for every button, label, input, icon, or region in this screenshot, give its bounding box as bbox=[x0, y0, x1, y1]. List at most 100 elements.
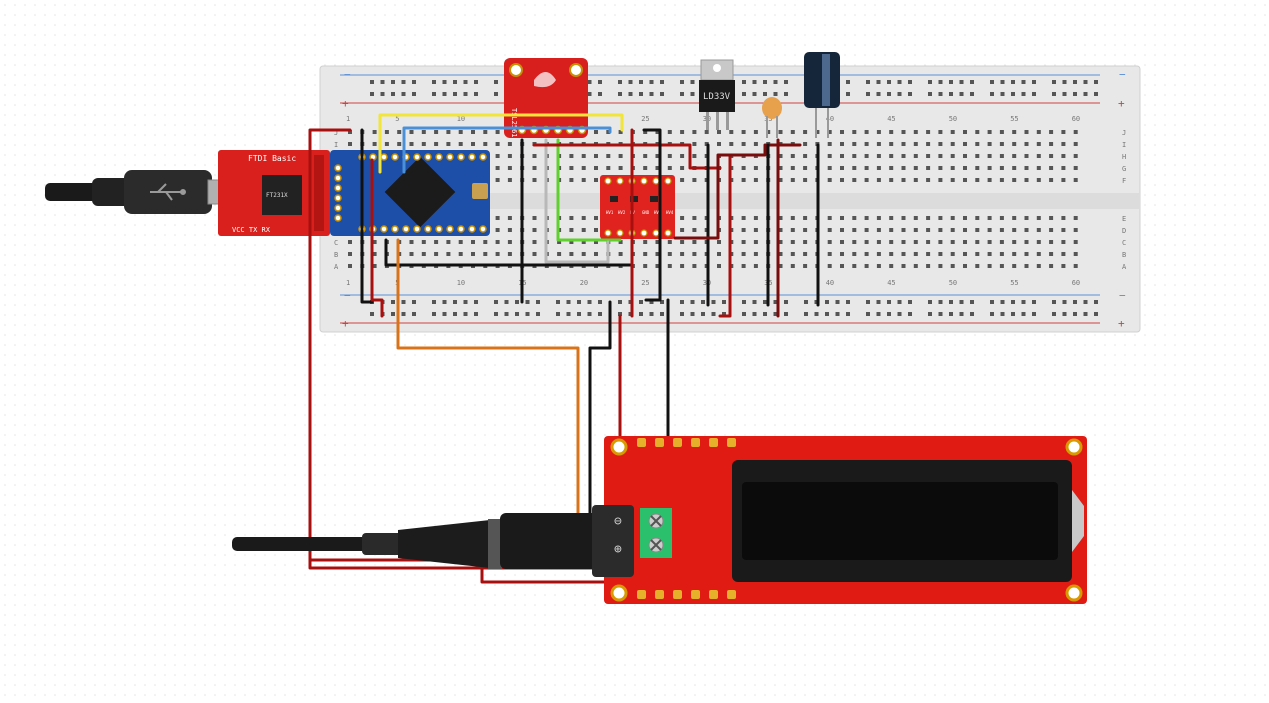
breadboard-hole bbox=[778, 216, 783, 220]
rail-hole bbox=[897, 312, 902, 316]
mosfet bbox=[650, 196, 658, 202]
ftdi-title: FTDI Basic bbox=[248, 154, 296, 163]
breadboard-hole bbox=[421, 130, 426, 134]
rail-minus-label-bottom-right: − bbox=[1119, 289, 1126, 302]
arduino-pin bbox=[391, 225, 399, 233]
rail-plus-label-bottom-right: + bbox=[1118, 317, 1125, 330]
breadboard-hole bbox=[667, 166, 672, 170]
breadboard-hole bbox=[680, 252, 685, 256]
breadboard-hole bbox=[938, 154, 943, 158]
rail-hole bbox=[814, 312, 819, 316]
reset-button[interactable] bbox=[472, 183, 488, 199]
breadboard-hole bbox=[901, 264, 906, 268]
rail-hole bbox=[887, 300, 891, 304]
breadboard-hole bbox=[421, 142, 426, 146]
rail-hole bbox=[722, 312, 726, 316]
breadboard-hole bbox=[458, 252, 463, 256]
rail-hole bbox=[990, 312, 994, 316]
breadboard-hole bbox=[1024, 216, 1029, 220]
rail-hole bbox=[628, 92, 633, 96]
breadboard-hole bbox=[717, 142, 721, 146]
breadboard-hole bbox=[655, 264, 660, 268]
breadboard-hole bbox=[655, 154, 660, 158]
breadboard-hole bbox=[852, 240, 857, 244]
rail-hole bbox=[474, 92, 478, 96]
breadboard-hole bbox=[1049, 166, 1054, 170]
breadboard-hole bbox=[753, 264, 758, 268]
breadboard-hole bbox=[827, 178, 832, 182]
breadboard-hole bbox=[926, 216, 931, 220]
rail-hole bbox=[752, 300, 757, 304]
breadboard-hole bbox=[741, 228, 746, 232]
breadboard-hole bbox=[852, 142, 857, 146]
breadboard-hole bbox=[926, 130, 931, 134]
rail-hole bbox=[908, 80, 912, 84]
breadboard-hole bbox=[495, 240, 500, 244]
arduino-pin bbox=[334, 174, 342, 182]
breadboard-hole bbox=[655, 166, 660, 170]
breadboard-hole bbox=[557, 252, 562, 256]
breadboard-hole bbox=[790, 166, 795, 170]
breadboard-hole bbox=[507, 216, 512, 220]
breadboard-hole bbox=[803, 166, 808, 170]
breadboard-hole bbox=[1012, 240, 1017, 244]
breadboard-hole bbox=[1012, 154, 1017, 158]
rail-hole bbox=[401, 92, 406, 96]
rail-hole bbox=[1052, 92, 1056, 96]
breadboard-hole bbox=[1073, 166, 1078, 170]
breadboard-hole bbox=[1036, 240, 1041, 244]
rail-hole bbox=[432, 300, 436, 304]
rail-hole bbox=[598, 92, 602, 96]
breadboard-hole bbox=[397, 130, 402, 134]
breadboard-hole bbox=[901, 252, 906, 256]
breadboard-hole bbox=[606, 130, 611, 134]
breadboard-hole bbox=[680, 154, 685, 158]
breadboard-hole bbox=[950, 130, 955, 134]
rail-hole bbox=[690, 92, 695, 96]
rail-hole bbox=[1062, 80, 1067, 84]
rail-hole bbox=[876, 80, 881, 84]
rail-hole bbox=[598, 80, 602, 84]
rail-hole bbox=[876, 312, 881, 316]
breadboard-hole bbox=[1049, 228, 1054, 232]
breadboard-hole bbox=[901, 216, 906, 220]
breadboard-hole bbox=[876, 240, 881, 244]
breadboard-hole bbox=[1073, 252, 1078, 256]
rail-hole bbox=[504, 312, 509, 316]
breadboard-hole bbox=[753, 240, 758, 244]
rail-hole bbox=[370, 92, 374, 96]
breadboard-hole bbox=[901, 240, 906, 244]
breadboard-hole bbox=[987, 240, 992, 244]
breadboard-hole bbox=[1061, 216, 1066, 220]
breadboard-hole bbox=[384, 142, 389, 146]
breadboard-hole bbox=[1036, 252, 1041, 256]
breadboard-hole bbox=[594, 216, 598, 220]
breadboard-hole bbox=[827, 154, 832, 158]
rail-hole bbox=[401, 312, 406, 316]
breadboard-hole bbox=[704, 142, 709, 146]
breadboard-hole bbox=[1073, 216, 1078, 220]
rail-hole bbox=[370, 80, 374, 84]
breadboard-hole bbox=[692, 240, 697, 244]
breadboard-hole bbox=[803, 154, 808, 158]
rail-hole bbox=[1011, 300, 1015, 304]
rail-hole bbox=[618, 312, 622, 316]
breadboard-hole bbox=[741, 142, 746, 146]
breadboard-hole bbox=[840, 142, 844, 146]
row-letter: C bbox=[334, 239, 338, 247]
rail-hole bbox=[680, 80, 684, 84]
breadboard-hole bbox=[827, 228, 832, 232]
rail-hole bbox=[463, 80, 468, 84]
rail-hole bbox=[846, 80, 850, 84]
breadboard-hole bbox=[889, 240, 894, 244]
breadboard-hole bbox=[963, 216, 967, 220]
lcd-display-board bbox=[604, 436, 1087, 604]
breadboard-hole bbox=[864, 228, 869, 232]
breadboard-hole bbox=[1061, 166, 1066, 170]
level-shifter-label: HV4 bbox=[666, 210, 674, 215]
rail-hole bbox=[628, 80, 633, 84]
breadboard-hole bbox=[667, 130, 672, 134]
rail-hole bbox=[1073, 300, 1077, 304]
rail-hole bbox=[701, 312, 705, 316]
rail-hole bbox=[412, 300, 416, 304]
